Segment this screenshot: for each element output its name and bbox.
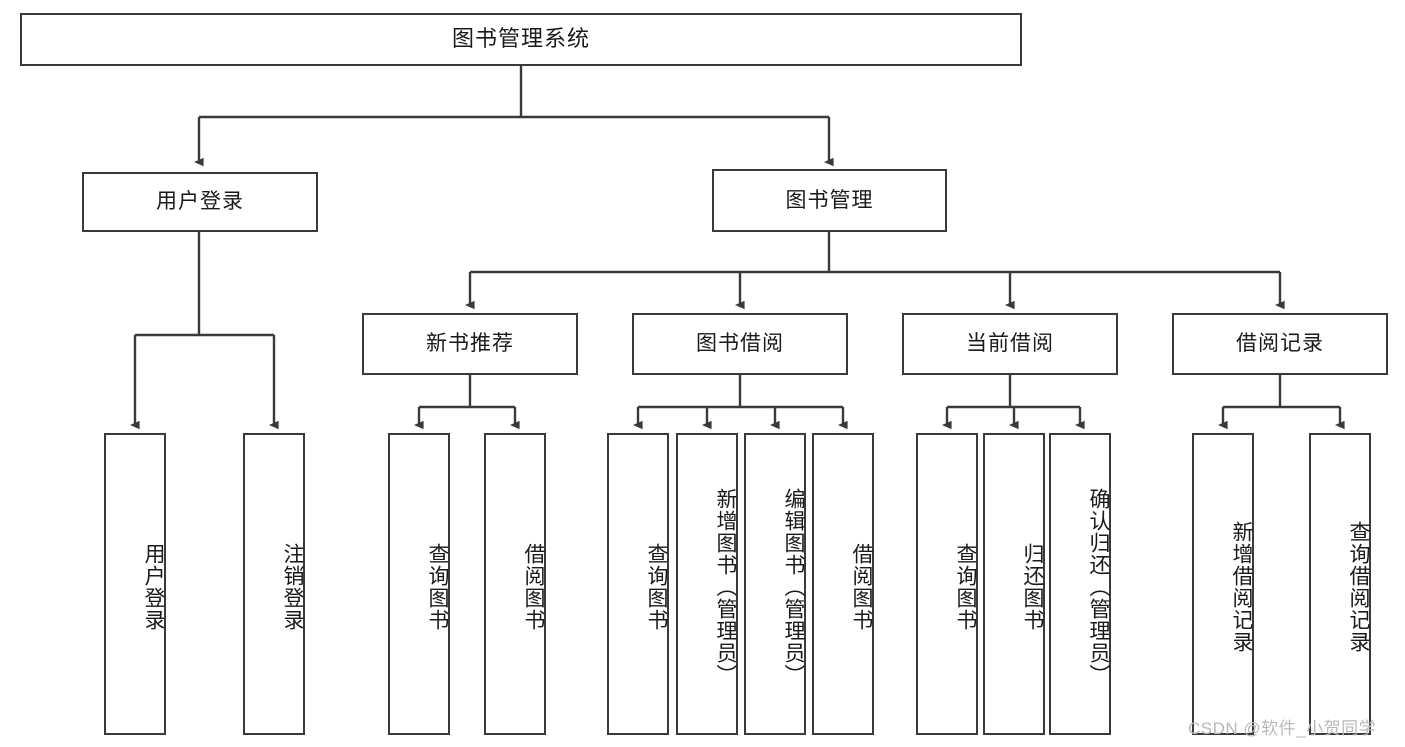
node-label: 编辑图书（管理员） — [782, 488, 805, 686]
node-label: 确认归还（管理员） — [1087, 488, 1110, 686]
node-borrow-record[interactable]: 借阅记录 — [1172, 313, 1388, 375]
node-leaf-query-book-1[interactable]: 查询图书 — [388, 433, 450, 735]
node-label: 新增图书（管理员） — [714, 488, 737, 686]
node-leaf-confirm-return-admin[interactable]: 确认归还（管理员） — [1049, 433, 1111, 735]
node-label: 借阅记录 — [1236, 332, 1324, 356]
node-label: 图书管理系统 — [451, 26, 590, 52]
node-label: 查询图书 — [954, 543, 977, 631]
node-label: 用户登录 — [156, 190, 244, 214]
node-root-book-management-system[interactable]: 图书管理系统 — [20, 13, 1022, 66]
node-label: 借阅图书 — [850, 543, 873, 631]
node-book-management[interactable]: 图书管理 — [712, 169, 947, 232]
node-leaf-edit-book-admin[interactable]: 编辑图书（管理员） — [744, 433, 806, 735]
node-book-borrow[interactable]: 图书借阅 — [632, 313, 848, 375]
node-label: 借阅图书 — [522, 543, 545, 631]
node-label: 新书推荐 — [426, 332, 514, 356]
node-leaf-borrow-book-2[interactable]: 借阅图书 — [812, 433, 874, 735]
node-label: 归还图书 — [1021, 543, 1044, 631]
node-label: 注销登录 — [281, 543, 304, 631]
node-leaf-logout-login[interactable]: 注销登录 — [243, 433, 305, 735]
node-leaf-add-book-admin[interactable]: 新增图书（管理员） — [676, 433, 738, 735]
node-label: 图书借阅 — [696, 332, 784, 356]
node-leaf-query-borrow-record[interactable]: 查询借阅记录 — [1309, 433, 1371, 735]
node-label: 查询图书 — [645, 543, 668, 631]
node-label: 用户登录 — [142, 543, 165, 631]
node-label: 查询借阅记录 — [1347, 521, 1370, 653]
watermark: CSDN @软件_小贺同学 — [1188, 719, 1377, 738]
node-label: 新增借阅记录 — [1230, 521, 1253, 653]
node-user-login[interactable]: 用户登录 — [82, 172, 318, 232]
node-leaf-borrow-book-1[interactable]: 借阅图书 — [484, 433, 546, 735]
node-new-book-recommend[interactable]: 新书推荐 — [362, 313, 578, 375]
node-leaf-add-borrow-record[interactable]: 新增借阅记录 — [1192, 433, 1254, 735]
node-leaf-user-login[interactable]: 用户登录 — [104, 433, 166, 735]
node-current-borrow[interactable]: 当前借阅 — [902, 313, 1118, 375]
node-label: 查询图书 — [426, 543, 449, 631]
node-leaf-return-book[interactable]: 归还图书 — [983, 433, 1045, 735]
node-leaf-query-book-3[interactable]: 查询图书 — [916, 433, 978, 735]
node-label: 图书管理 — [785, 188, 874, 212]
node-leaf-query-book-2[interactable]: 查询图书 — [607, 433, 669, 735]
node-label: 当前借阅 — [966, 332, 1054, 356]
